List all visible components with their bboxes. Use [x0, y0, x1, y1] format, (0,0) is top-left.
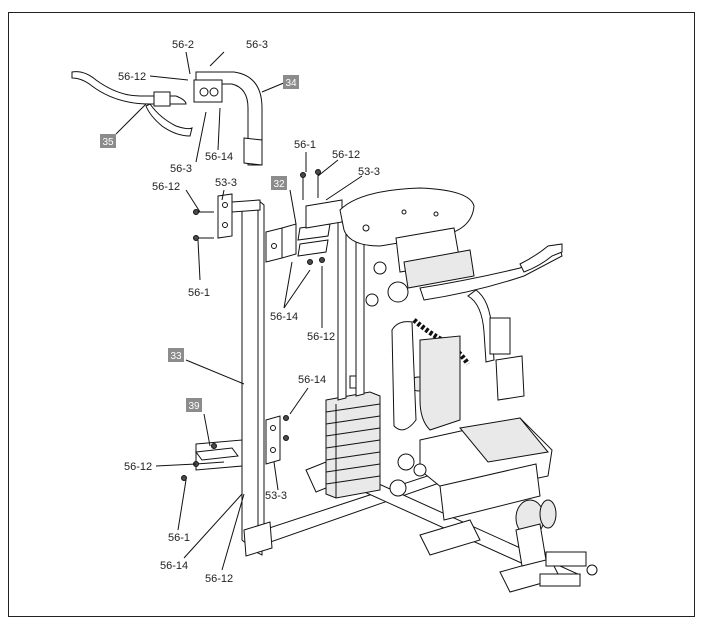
ref-tag-39-label: 39: [188, 401, 200, 412]
callout-56-3-mid: 56-3: [170, 163, 192, 175]
lower-right-bracket: [265, 415, 289, 465]
ref-tag-34: 34: [283, 75, 299, 89]
callout-56-12-bottom: 56-12: [205, 573, 233, 585]
weight-stack: [325, 375, 381, 499]
callout-53-3-low: 53-3: [265, 490, 287, 502]
callout-56-14-center: 56-14: [270, 311, 298, 323]
center-bolts: [300, 169, 325, 265]
ref-tag-33-label: 33: [170, 351, 182, 362]
callout-56-14-top: 56-14: [205, 151, 233, 163]
callout-56-1-left: 56-1: [188, 287, 210, 299]
ref-tag-39: 39: [186, 398, 202, 412]
center-mount-bracket: [265, 223, 331, 263]
callout-56-12-low-left: 56-12: [124, 461, 152, 473]
callout-56-12-top: 56-12: [118, 71, 146, 83]
callout-56-12-center-low: 56-12: [307, 331, 335, 343]
ref-tag-32-label: 32: [273, 179, 285, 190]
callout-56-3-top: 56-3: [246, 39, 268, 51]
lat-pulldown-bar: [71, 71, 193, 137]
guide-rods: [305, 199, 365, 401]
callout-56-14-right: 56-14: [298, 374, 326, 386]
press-arm-assembly: [365, 227, 563, 401]
callout-56-1-low: 56-1: [168, 532, 190, 544]
ref-tag-35: 35: [100, 134, 116, 148]
callout-53-3-center: 53-3: [358, 166, 380, 178]
upper-left-bolts: [193, 209, 214, 241]
callout-53-3-left: 53-3: [215, 177, 237, 189]
leader-lines: [115, 51, 363, 571]
callout-56-12-left: 56-12: [152, 181, 180, 193]
callout-56-2: 56-2: [172, 39, 194, 51]
callout-56-12-center: 56-12: [332, 149, 360, 161]
callout-56-14-low: 56-14: [160, 560, 188, 572]
ref-tag-35-label: 35: [102, 137, 114, 148]
main-upright-post: [241, 199, 265, 546]
lower-arm-bracket: [181, 439, 243, 481]
ref-tag-33: 33: [168, 348, 184, 362]
upper-left-bracket: [217, 193, 261, 239]
leg-developer: [439, 463, 598, 587]
callout-56-1-center: 56-1: [294, 139, 316, 151]
top-pulley-bracket: [193, 79, 223, 103]
ref-tag-32: 32: [271, 176, 287, 190]
diagram-frame: [8, 12, 695, 617]
ref-tag-34-label: 34: [285, 78, 297, 89]
